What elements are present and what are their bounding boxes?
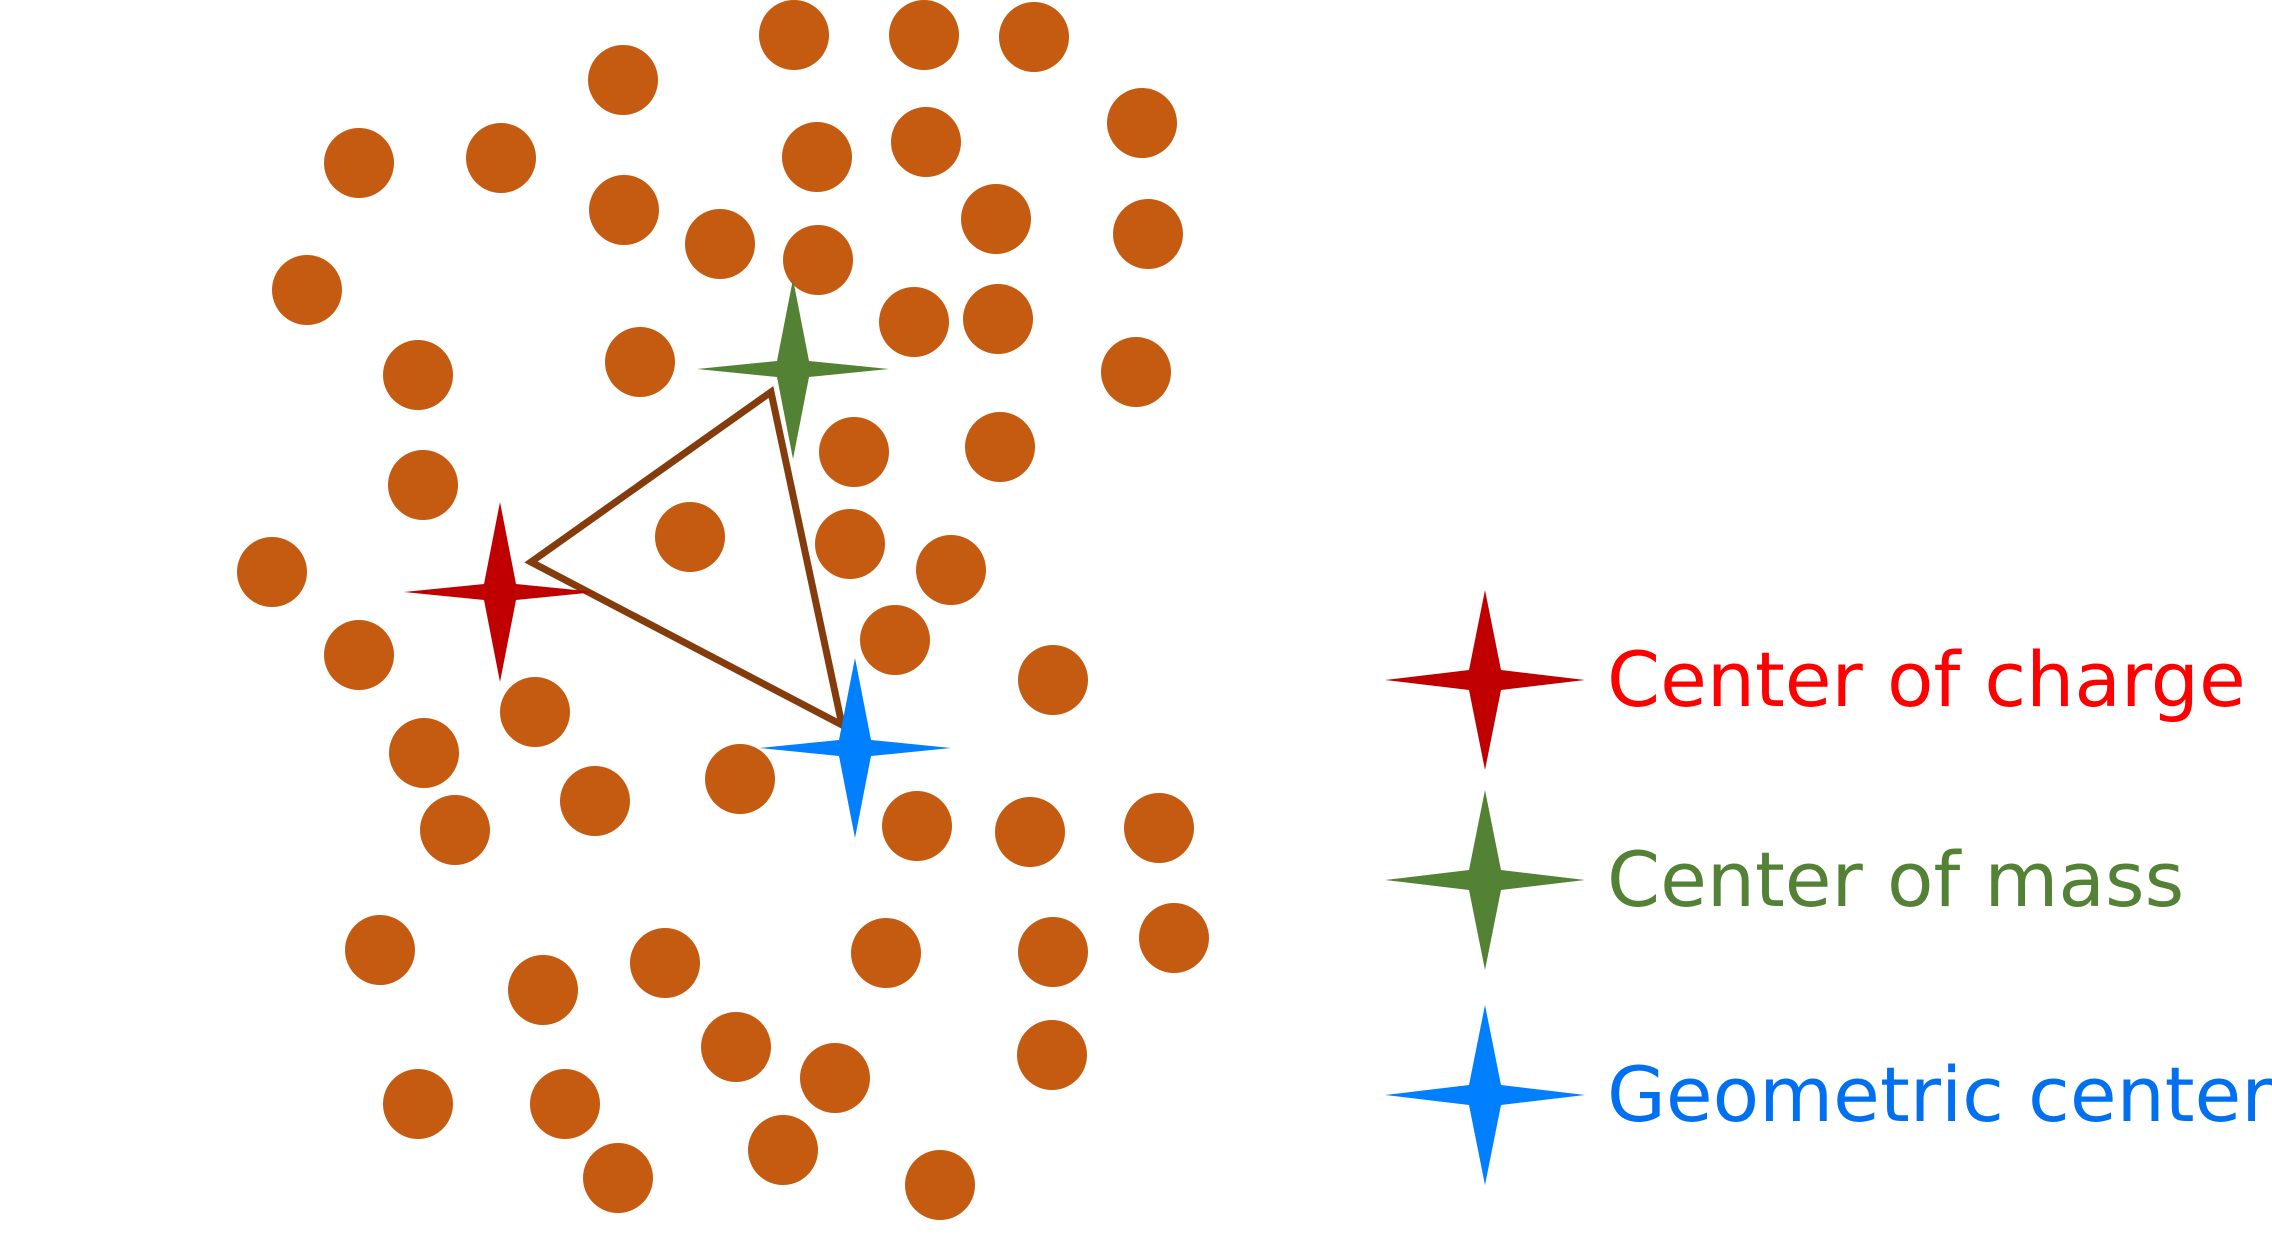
particle-dot: [1018, 917, 1088, 987]
particle-dot: [783, 225, 853, 295]
particle-dot: [508, 955, 578, 1025]
particle-dot: [272, 255, 342, 325]
particle-dot: [583, 1143, 653, 1213]
particle-dot: [500, 677, 570, 747]
particle-dot: [685, 209, 755, 279]
particle-dot: [965, 412, 1035, 482]
geometric-center-star: [759, 658, 951, 838]
legend-label-center-of-charge: Center of charge: [1607, 635, 2246, 724]
green-star-icon: [1385, 790, 1585, 970]
center-markers: [404, 279, 951, 838]
particle-dot: [588, 45, 658, 115]
particle-dot: [1139, 903, 1209, 973]
particle-dot: [237, 537, 307, 607]
particle-dot: [420, 795, 490, 865]
red-star-icon: [1385, 590, 1585, 770]
blue-star-icon: [1385, 1005, 1585, 1185]
legend-item-geometric-center: Geometric center: [1385, 1005, 2272, 1185]
legend-label-geometric-center: Geometric center: [1607, 1050, 2272, 1139]
particle-dot: [605, 327, 675, 397]
particle-dot: [889, 0, 959, 70]
particle-dot: [819, 417, 889, 487]
particle-dot: [905, 1150, 975, 1220]
particle-dot: [589, 175, 659, 245]
particle-dot: [560, 766, 630, 836]
particle-dot: [961, 184, 1031, 254]
particle-dot: [324, 620, 394, 690]
particle-dot: [963, 284, 1033, 354]
legend-label-center-of-mass: Center of mass: [1607, 835, 2185, 924]
particle-dot: [815, 509, 885, 579]
particle-dot: [655, 502, 725, 572]
legend-item-center-of-charge: Center of charge: [1385, 590, 2255, 770]
particle-dot: [759, 0, 829, 70]
legend-item-center-of-mass: Center of mass: [1385, 790, 2255, 970]
particle-dot: [383, 1069, 453, 1139]
particle-dot: [530, 1069, 600, 1139]
particle-dot: [1124, 793, 1194, 863]
particle-dot: [891, 107, 961, 177]
particle-dot: [800, 1043, 870, 1113]
particle-dot: [1107, 88, 1177, 158]
center-of-mass-star: [697, 279, 889, 459]
particle-dot: [324, 128, 394, 198]
particle-dot: [383, 340, 453, 410]
particle-dot: [882, 791, 952, 861]
particle-dot: [879, 287, 949, 357]
particle-dot: [860, 605, 930, 675]
particle-dot: [1101, 337, 1171, 407]
centers-triangle: [524, 386, 847, 732]
particle-dot: [851, 918, 921, 988]
particle-dot: [1018, 645, 1088, 715]
particle-dot: [388, 450, 458, 520]
particle-dot: [389, 718, 459, 788]
particle-dot: [701, 1012, 771, 1082]
particle-dot: [466, 123, 536, 193]
particle-dot: [630, 928, 700, 998]
center-of-charge-star: [404, 502, 596, 682]
particle-dot: [916, 535, 986, 605]
particle-dot: [1017, 1020, 1087, 1090]
particle-dot: [705, 744, 775, 814]
particle-dot: [782, 122, 852, 192]
particles-group: [237, 0, 1209, 1220]
particle-dot: [995, 797, 1065, 867]
particle-dot: [345, 915, 415, 985]
particle-dot: [1113, 199, 1183, 269]
particle-dot: [748, 1115, 818, 1185]
particle-dot: [999, 2, 1069, 72]
